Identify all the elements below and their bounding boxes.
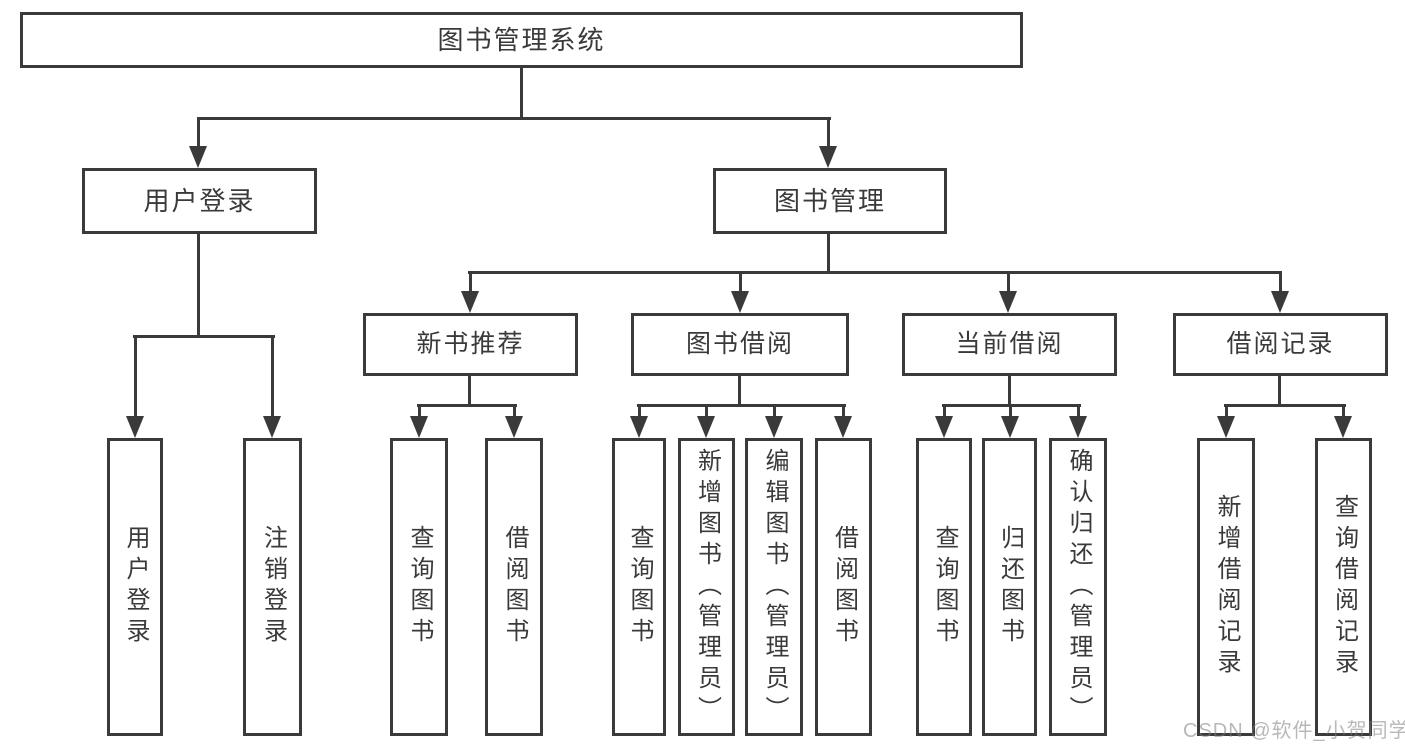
connector-line — [1278, 375, 1281, 405]
node-borrowing-records: 借阅记录 — [1173, 313, 1388, 376]
connector-arrowhead-down-icon — [461, 291, 479, 313]
leaf-logout: 注销登录 — [243, 438, 302, 736]
csdn-watermark: CSDN @软件_小贺同学 — [1183, 720, 1405, 742]
leaf-edit-books-admin: 编辑图书（管理员） — [745, 438, 803, 736]
leaf-add-books-admin: 新增图书（管理员） — [678, 438, 735, 736]
connector-arrow-stem — [469, 271, 472, 293]
connector-line — [133, 335, 275, 338]
connector-arrow-stem — [513, 404, 516, 418]
connector-arrow-stem — [638, 404, 641, 418]
connector-arrow-stem — [197, 117, 200, 148]
connector-line — [468, 375, 471, 405]
connector-arrowhead-down-icon — [697, 416, 715, 438]
leaf-query-books-current: 查询图书 — [916, 438, 972, 736]
connector-line — [1224, 404, 1346, 407]
connector-line — [417, 404, 517, 407]
connector-arrowhead-down-icon — [1334, 416, 1352, 438]
connector-arrow-stem — [1077, 404, 1080, 418]
leaf-confirm-return-admin: 确认归还（管理员） — [1049, 438, 1107, 736]
connector-line — [738, 375, 741, 405]
leaf-add-borrow-record: 新增借阅记录 — [1197, 438, 1255, 736]
connector-arrowhead-down-icon — [999, 291, 1017, 313]
connector-arrowhead-down-icon — [630, 416, 648, 438]
connector-arrowhead-down-icon — [126, 416, 144, 438]
node-new-book-recommend: 新书推荐 — [363, 313, 578, 376]
connector-arrow-stem — [1225, 404, 1228, 418]
connector-arrowhead-down-icon — [189, 146, 207, 168]
connector-line — [827, 234, 830, 272]
connector-arrowhead-down-icon — [834, 416, 852, 438]
connector-arrowhead-down-icon — [819, 146, 837, 168]
connector-line — [637, 404, 846, 407]
leaf-borrow-books-recommend: 借阅图书 — [485, 438, 543, 736]
connector-arrow-stem — [1279, 271, 1282, 293]
connector-arrowhead-down-icon — [731, 291, 749, 313]
connector-arrowhead-down-icon — [263, 416, 281, 438]
connector-line — [197, 117, 831, 120]
connector-arrow-stem — [418, 404, 421, 418]
node-book-management: 图书管理 — [713, 168, 947, 234]
node-book-borrowing: 图书借阅 — [631, 313, 849, 376]
connector-line — [520, 68, 523, 118]
connector-arrow-stem — [827, 117, 830, 148]
connector-arrowhead-down-icon — [1001, 416, 1019, 438]
connector-arrowhead-down-icon — [935, 416, 953, 438]
connector-line — [1008, 375, 1011, 405]
leaf-query-borrow-record: 查询借阅记录 — [1315, 438, 1372, 736]
leaf-query-books-borrowing: 查询图书 — [612, 438, 666, 736]
node-root: 图书管理系统 — [20, 12, 1023, 68]
connector-arrow-stem — [705, 404, 708, 418]
leaf-user-login: 用户登录 — [107, 438, 163, 736]
connector-arrow-stem — [773, 404, 776, 418]
connector-arrowhead-down-icon — [1217, 416, 1235, 438]
connector-arrowhead-down-icon — [1069, 416, 1087, 438]
connector-arrow-stem — [739, 271, 742, 293]
connector-arrow-stem — [134, 335, 137, 418]
leaf-query-books-recommend: 查询图书 — [390, 438, 448, 736]
connector-arrow-stem — [271, 335, 274, 418]
connector-line — [468, 271, 1282, 274]
leaf-borrow-books-borrowing: 借阅图书 — [815, 438, 872, 736]
connector-arrow-stem — [842, 404, 845, 418]
connector-arrow-stem — [1009, 404, 1012, 418]
connector-arrowhead-down-icon — [410, 416, 428, 438]
connector-line — [197, 234, 200, 336]
connector-arrowhead-down-icon — [765, 416, 783, 438]
leaf-return-books: 归还图书 — [982, 438, 1037, 736]
node-current-borrowing: 当前借阅 — [902, 313, 1117, 376]
connector-arrow-stem — [943, 404, 946, 418]
connector-arrow-stem — [1007, 271, 1010, 293]
connector-arrow-stem — [1342, 404, 1345, 418]
connector-arrowhead-down-icon — [1271, 291, 1289, 313]
node-user-login: 用户登录 — [82, 168, 317, 234]
connector-arrowhead-down-icon — [505, 416, 523, 438]
